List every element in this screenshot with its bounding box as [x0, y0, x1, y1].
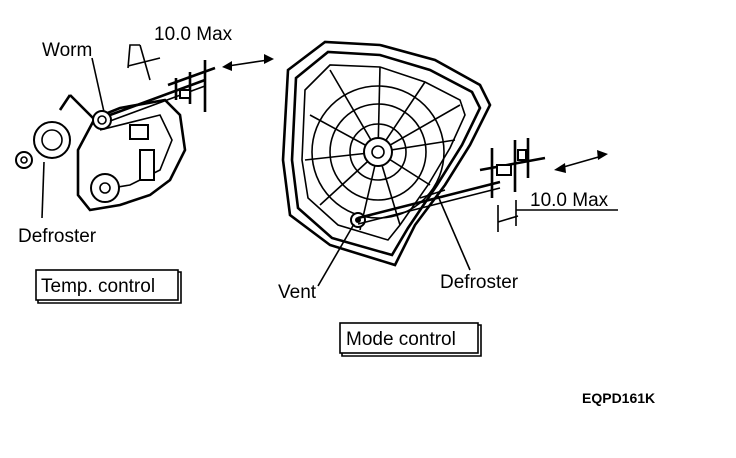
worm-label: Worm — [42, 40, 92, 61]
vent-label: Vent — [278, 282, 317, 303]
temp-control-mechanism — [15, 44, 274, 219]
temp-control-box: Temp. control — [35, 269, 182, 304]
defroster-label-right: Defroster — [440, 272, 519, 293]
mode-control-box: Mode control — [339, 322, 482, 357]
dimension-label-right: 10.0 Max — [530, 190, 609, 211]
mode-control-dial — [281, 40, 618, 287]
temp-control-label: Temp. control — [41, 276, 155, 297]
mode-control-label: Mode control — [346, 329, 456, 350]
figure-code: EQPD161K — [582, 390, 655, 406]
defroster-label-left: Defroster — [18, 226, 97, 247]
dimension-label-left: 10.0 Max — [154, 24, 233, 45]
